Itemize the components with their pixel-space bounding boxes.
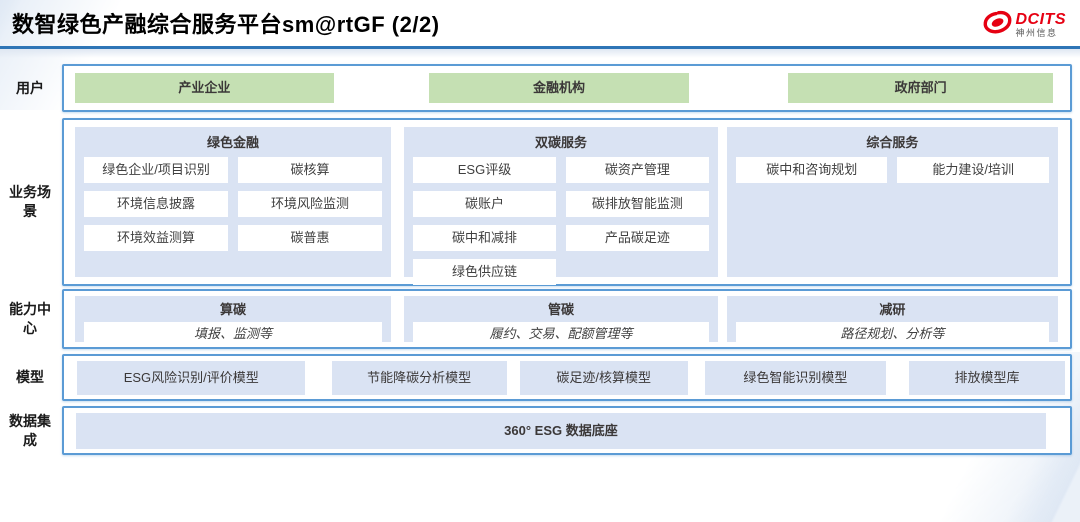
capability-desc: 履约、交易、配额管理等 [413, 322, 709, 346]
dcits-swirl-icon [982, 10, 1012, 41]
capability-desc: 路径规划、分析等 [735, 322, 1049, 346]
architecture-diagram: 用户 产业企业 金融机构 政府部门 业务场景 绿色金融 绿色企业/项目识别 碳核… [0, 64, 1080, 455]
scenario-item: 环境风险监测 [238, 191, 382, 217]
page-title: 数智绿色产融综合服务平台sm@rtGF (2/2) [12, 12, 440, 37]
scenarios-container: 绿色金融 绿色企业/项目识别 碳核算 环境信息披露 环境风险监测 环境效益测算 … [62, 118, 1072, 286]
scenario-item: 产品碳足迹 [565, 225, 709, 251]
scenario-item: 碳普惠 [238, 225, 382, 251]
scenario-item: 碳资产管理 [565, 157, 709, 183]
row-data-integration: 数据集成 360° ESG 数据底座 [0, 406, 1080, 455]
scenario-grid: 绿色企业/项目识别 碳核算 环境信息披露 环境风险监测 环境效益测算 碳普惠 [75, 157, 391, 251]
scenario-item: 碳核算 [238, 157, 382, 183]
row-users: 用户 产业企业 金融机构 政府部门 [0, 64, 1080, 112]
model-item: 绿色智能识别模型 [704, 360, 886, 395]
capability-group-reduction-research: 减研 路径规划、分析等 [726, 296, 1058, 346]
capability-title: 管碳 [547, 302, 574, 317]
user-item-finance: 金融机构 [429, 73, 689, 103]
capability-group-carbon-management: 管碳 履约、交易、配额管理等 [404, 296, 718, 346]
scenario-group-title: 绿色金融 [206, 135, 259, 150]
capability-desc: 填报、监测等 [84, 322, 382, 346]
scenario-item: 能力建设/培训 [897, 157, 1049, 183]
capability-title: 减研 [879, 302, 906, 317]
row-scenarios: 业务场景 绿色金融 绿色企业/项目识别 碳核算 环境信息披露 环境风险监测 环境… [0, 118, 1080, 286]
model-item: 节能降碳分析模型 [331, 360, 507, 395]
model-item: 排放模型库 [909, 360, 1065, 395]
scenario-item: 碳中和减排 [413, 225, 556, 251]
scenario-grid: ESG评级 碳资产管理 碳账户 碳排放智能监测 碳中和减排 产品碳足迹 绿色供应… [404, 157, 718, 285]
model-item: ESG风险识别/评价模型 [77, 360, 306, 395]
scenario-group-comprehensive: 综合服务 碳中和咨询规划 能力建设/培训 [726, 127, 1058, 277]
scenario-item: 绿色企业/项目识别 [84, 157, 228, 183]
user-item-industry: 产业企业 [75, 73, 334, 103]
capability-group-carbon-accounting: 算碳 填报、监测等 [75, 296, 391, 346]
capability-container: 算碳 填报、监测等 管碳 履约、交易、配额管理等 减研 路径规划、分析等 [62, 289, 1072, 349]
scenario-item: 碳账户 [413, 191, 556, 217]
esg-data-foundation: 360° ESG 数据底座 [76, 412, 1046, 449]
scenario-group-dual-carbon: 双碳服务 ESG评级 碳资产管理 碳账户 碳排放智能监测 碳中和减排 产品碳足迹… [404, 127, 718, 285]
scenario-group-title: 双碳服务 [534, 135, 587, 150]
scenario-item: 碳排放智能监测 [565, 191, 709, 217]
capability-title: 算碳 [219, 302, 246, 317]
row-label-scenarios: 业务场景 [9, 184, 51, 219]
users-container: 产业企业 金融机构 政府部门 [62, 64, 1072, 112]
user-item-government: 政府部门 [788, 73, 1053, 103]
scenario-item: 环境信息披露 [84, 191, 228, 217]
scenario-group-title: 综合服务 [866, 135, 919, 150]
row-label-data-integration: 数据集成 [9, 412, 51, 448]
scenario-item: 环境效益测算 [84, 225, 228, 251]
dcits-logo: DCITS 神州信息 [982, 10, 1067, 41]
row-label-capability: 能力中心 [9, 301, 51, 336]
scenario-grid: 碳中和咨询规划 能力建设/培训 [727, 157, 1058, 183]
row-label-users: 用户 [16, 79, 44, 96]
data-integration-container: 360° ESG 数据底座 [62, 406, 1072, 455]
scenario-item: 碳中和咨询规划 [735, 157, 888, 183]
row-models: 模型 ESG风险识别/评价模型 节能降碳分析模型 碳足迹/核算模型 绿色智能识别… [0, 354, 1080, 401]
model-item: 碳足迹/核算模型 [519, 360, 688, 395]
row-capability: 能力中心 算碳 填报、监测等 管碳 履约、交易、配额管理等 减研 路径规划、分析… [0, 289, 1080, 349]
logo-company-text: 神州信息 [1015, 28, 1058, 39]
title-divider-glow [0, 49, 1080, 58]
title-divider [0, 46, 1080, 49]
scenario-item: 绿色供应链 [413, 259, 556, 285]
scenario-group-green-finance: 绿色金融 绿色企业/项目识别 碳核算 环境信息披露 环境风险监测 环境效益测算 … [75, 127, 391, 277]
row-label-models: 模型 [16, 369, 44, 386]
scenario-item: ESG评级 [413, 157, 556, 183]
models-container: ESG风险识别/评价模型 节能降碳分析模型 碳足迹/核算模型 绿色智能识别模型 … [62, 354, 1072, 401]
logo-brand-text: DCITS [1015, 11, 1066, 29]
